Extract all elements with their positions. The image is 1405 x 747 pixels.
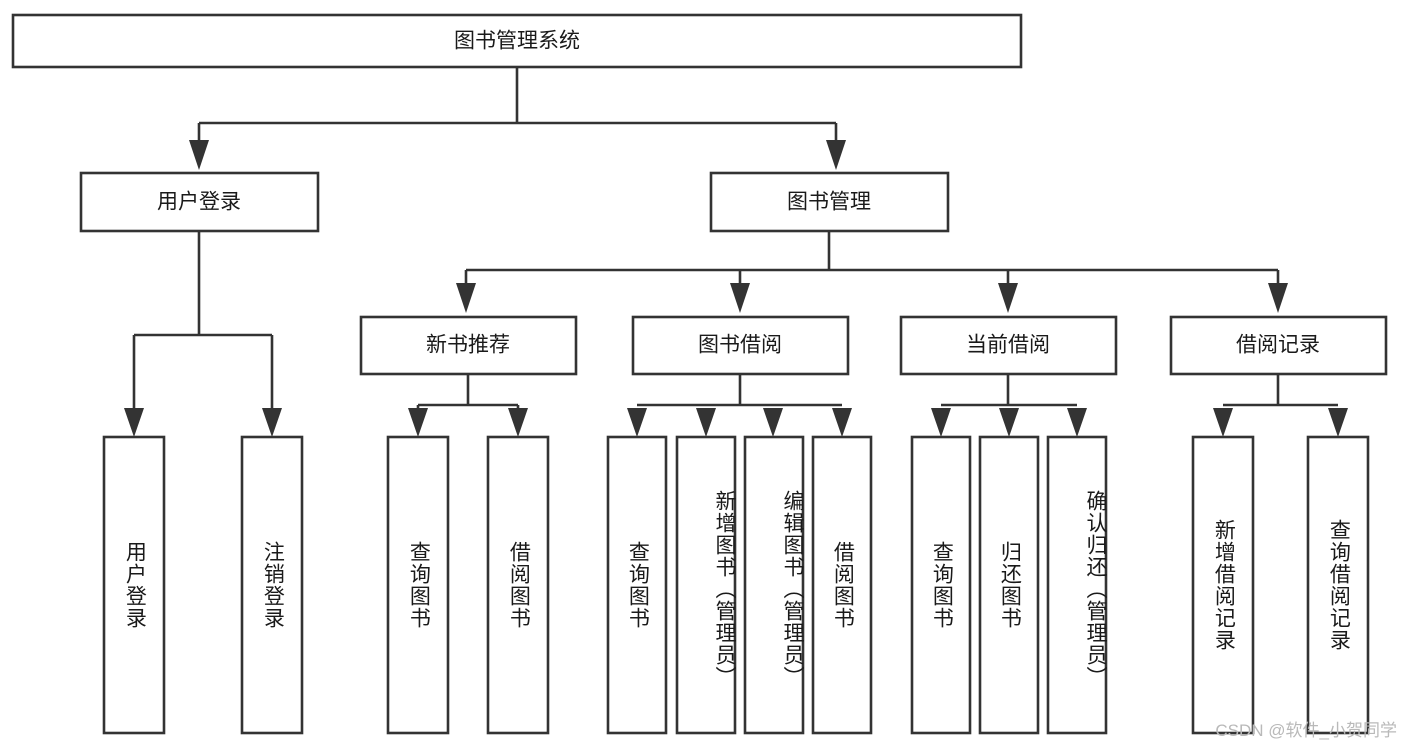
- node-borrow-record[interactable]: 借阅记录: [1169, 315, 1388, 376]
- node-new-book-recommend-label: 新书推荐: [426, 334, 510, 357]
- node-user-login[interactable]: 用户登录: [79, 171, 320, 233]
- leaf-boxes-borrow-record: [1191, 435, 1370, 735]
- leaf-boxes-new-book-recommend: [386, 435, 550, 735]
- node-root-box[interactable]: [11, 13, 1023, 69]
- arrow-leaf-confirm-return: [1067, 408, 1087, 437]
- leaf-box-borrow-book-1[interactable]: [486, 435, 550, 735]
- arrow-leaf-query-record: [1328, 408, 1348, 437]
- arrow-leaf-logout: [262, 408, 282, 437]
- arrow-borrow-record: [1268, 283, 1288, 313]
- arrow-leaf-edit-book: [763, 408, 783, 437]
- leaf-box-confirm-return[interactable]: [1046, 435, 1108, 735]
- leaf-boxes-book-borrow: [606, 435, 873, 735]
- node-book-borrow-label: 图书借阅: [698, 334, 782, 357]
- arrow-leaf-user-login: [124, 408, 144, 437]
- arrow-leaf-borrow-book-1: [508, 408, 528, 437]
- arrow-current-borrow: [998, 283, 1018, 313]
- connector-bookmgmt-to-level3: [456, 232, 1288, 313]
- csdn-watermark: CSDN @软件_小贺同学: [1215, 721, 1397, 740]
- node-borrow-record-label: 借阅记录: [1236, 334, 1320, 357]
- node-book-borrow[interactable]: 图书借阅: [631, 315, 850, 376]
- connector-borrowrecord-to-leaves: [1213, 375, 1348, 437]
- node-root[interactable]: 图书管理系统: [11, 13, 1023, 69]
- connector-currentborrow-to-leaves: [931, 375, 1087, 437]
- arrow-leaf-query-book-3: [931, 408, 951, 437]
- leaf-box-logout[interactable]: [240, 435, 304, 735]
- leaf-box-query-book-1[interactable]: [386, 435, 450, 735]
- leaf-box-query-book-3[interactable]: [910, 435, 972, 735]
- node-book-management[interactable]: 图书管理: [709, 171, 950, 233]
- arrow-borrow: [730, 283, 750, 313]
- node-current-borrow[interactable]: 当前借阅: [899, 315, 1118, 376]
- leaf-box-return-book[interactable]: [978, 435, 1040, 735]
- leaf-box-add-record[interactable]: [1191, 435, 1255, 735]
- arrow-leaf-borrow-book-2: [832, 408, 852, 437]
- node-current-borrow-label: 当前借阅: [966, 334, 1050, 357]
- node-borrow-record-box[interactable]: [1169, 315, 1388, 376]
- connector-bookborrow-to-leaves: [627, 375, 852, 437]
- leaf-boxes-user-login: [102, 435, 304, 735]
- leaf-boxes-current-borrow: [910, 435, 1108, 735]
- node-new-book-recommend[interactable]: 新书推荐: [359, 315, 578, 376]
- node-book-management-box[interactable]: [709, 171, 950, 233]
- arrow-leaf-add-record: [1213, 408, 1233, 437]
- node-current-borrow-box[interactable]: [899, 315, 1118, 376]
- node-user-login-box[interactable]: [79, 171, 320, 233]
- arrow-leaf-return-book: [999, 408, 1019, 437]
- arrow-leaf-query-book-1: [408, 408, 428, 437]
- node-new-book-recommend-box[interactable]: [359, 315, 578, 376]
- node-book-borrow-box[interactable]: [631, 315, 850, 376]
- arrow-leaf-add-book: [696, 408, 716, 437]
- leaf-box-edit-book[interactable]: [743, 435, 805, 735]
- node-root-label: 图书管理系统: [454, 30, 580, 53]
- leaf-box-query-book-2[interactable]: [606, 435, 668, 735]
- arrow-leaf-query-book-2: [627, 408, 647, 437]
- connector-newbook-to-leaves: [408, 375, 528, 437]
- leaf-box-query-record[interactable]: [1306, 435, 1370, 735]
- node-user-login-label: 用户登录: [157, 191, 241, 214]
- leaf-box-add-book[interactable]: [675, 435, 737, 735]
- leaf-box-user-login[interactable]: [102, 435, 166, 735]
- connector-userlogin-to-leaves: [124, 232, 282, 437]
- node-book-management-label: 图书管理: [787, 191, 871, 214]
- arrow-book-mgmt: [826, 140, 846, 170]
- arrow-user-login: [189, 140, 209, 170]
- leaf-box-borrow-book-2[interactable]: [811, 435, 873, 735]
- connector-root-to-level2: [189, 68, 846, 170]
- arrow-new-book: [456, 283, 476, 313]
